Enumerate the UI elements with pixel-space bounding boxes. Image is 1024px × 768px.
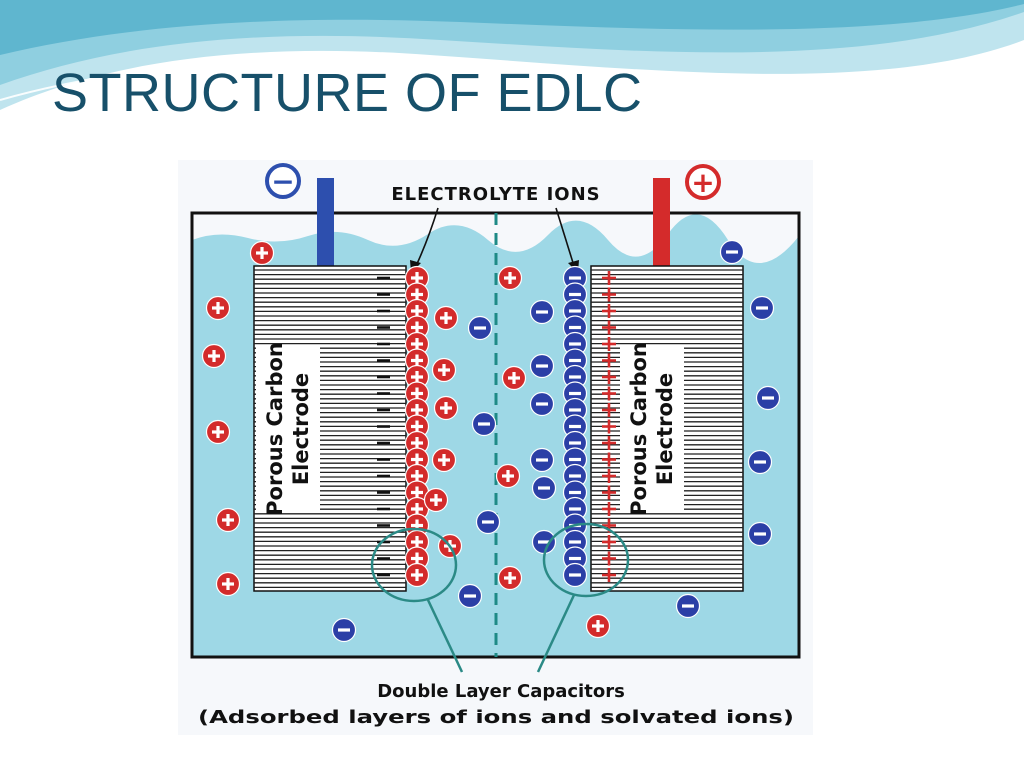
right-double-layer-circle	[542, 522, 630, 598]
left-double-layer-circle	[370, 527, 458, 603]
positive-terminal-symbol: +	[691, 166, 714, 199]
positive-ion	[404, 331, 430, 357]
positive-ion	[404, 447, 430, 472]
positive-ion	[433, 395, 459, 421]
negative-ion	[755, 385, 781, 411]
right-electrode-label-box	[620, 345, 684, 513]
negative-ion	[529, 447, 555, 473]
negative-ion	[562, 562, 588, 588]
slide-header-wave	[0, 0, 1024, 113]
negative-ion	[529, 353, 555, 379]
negative-ion	[467, 315, 493, 341]
electrolyte-arrow-right	[555, 207, 575, 267]
right-electrode-label-line2: Electrode	[653, 373, 677, 485]
negative-ion	[331, 617, 357, 643]
negative-ion	[531, 475, 557, 501]
negative-ion	[675, 593, 701, 619]
right-callout-line	[536, 594, 576, 673]
negative-terminal-icon	[265, 163, 301, 199]
positive-ion	[249, 240, 275, 266]
left-electrode-label-box	[256, 345, 320, 513]
electrode-surface-charges	[377, 271, 616, 582]
slide-title: STRUCTURE OF EDLC	[52, 63, 643, 123]
positive-terminal	[653, 178, 670, 266]
positive-ion	[404, 463, 430, 489]
edlc-diagram: − + ELECTROLYTE IONS Porous Carbon Elect…	[178, 160, 813, 735]
positive-ion	[404, 496, 430, 522]
negative-ion	[531, 529, 557, 555]
positive-ion	[404, 480, 430, 505]
electrolyte-arrow-left	[415, 207, 439, 267]
positive-ion	[205, 295, 231, 321]
positive-ion	[215, 507, 241, 533]
negative-ion	[749, 295, 775, 321]
negative-ion	[471, 411, 497, 437]
positive-ion	[205, 419, 231, 445]
double-layer-label: Double Layer Capacitors	[377, 681, 625, 702]
positive-ion	[215, 571, 241, 597]
positive-ion	[404, 529, 430, 555]
positive-ion	[404, 414, 430, 439]
positive-ion	[404, 397, 430, 423]
negative-ion	[719, 239, 745, 265]
positive-ion	[431, 357, 457, 383]
positive-ion	[497, 565, 523, 591]
negative-ion	[562, 529, 588, 555]
positive-ion	[585, 613, 611, 639]
left-callout-line	[426, 599, 464, 673]
positive-ion	[431, 447, 457, 473]
negative-ion	[562, 381, 588, 406]
negative-terminal-symbol: −	[271, 165, 294, 198]
negative-ion	[529, 299, 555, 325]
negative-terminal	[317, 178, 334, 266]
positive-terminal-icon	[685, 164, 721, 200]
negative-ion	[562, 463, 588, 489]
negative-ion	[562, 430, 588, 456]
double-layer-sublabel: (Adsorbed layers of ions and solvated io…	[198, 707, 794, 728]
electrolyte-ions	[201, 239, 781, 643]
positive-ion	[433, 305, 459, 331]
positive-ion	[201, 343, 227, 369]
electrolyte-ions-label: ELECTROLYTE IONS	[391, 184, 600, 205]
positive-ion	[495, 463, 521, 489]
positive-ion	[404, 513, 430, 538]
positive-ion	[423, 487, 449, 513]
positive-ion	[404, 562, 430, 588]
right-electrode-label-line1: Porous Carbon	[627, 342, 651, 516]
negative-ion	[457, 583, 483, 609]
negative-ion	[562, 315, 588, 340]
positive-ion	[404, 265, 430, 291]
negative-ion	[475, 509, 501, 535]
left-electrode-label-line1: Porous Carbon	[263, 342, 287, 516]
positive-ion	[501, 365, 527, 391]
negative-ion	[747, 521, 773, 547]
negative-ion	[529, 391, 555, 417]
negative-ion	[562, 397, 588, 423]
negative-ion	[747, 449, 773, 475]
left-electrode-label-line2: Electrode	[289, 373, 313, 485]
positive-ion	[497, 265, 523, 291]
